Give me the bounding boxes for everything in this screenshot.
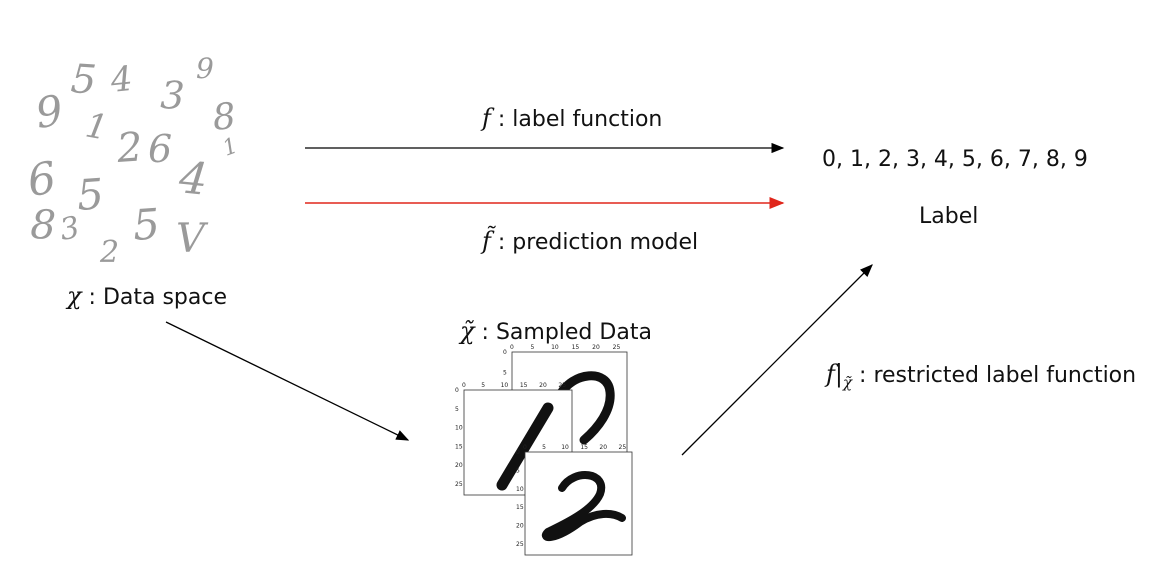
y-tick-label: 5 (503, 370, 507, 377)
y-tick-label: 15 (455, 443, 463, 450)
x-tick-label: 25 (613, 344, 621, 351)
restricted-label-arrow (681, 264, 873, 456)
prediction-model-text: : prediction model (490, 230, 699, 255)
scatter-digit: 1 (82, 105, 110, 148)
y-tick-label: 10 (455, 425, 463, 432)
restricted-label-caption: f|χ̃ : restricted label function (826, 360, 1136, 391)
label-function-caption: f : label function (482, 104, 662, 132)
x-tick-label: 20 (539, 382, 547, 389)
label-caption: Label (919, 204, 979, 229)
scatter-digit: 5 (69, 56, 98, 104)
scatter-digit: 8 (211, 96, 238, 139)
y-tick-label: 0 (455, 387, 459, 394)
x-tick-label: 15 (580, 444, 588, 451)
scatter-digit: 3 (160, 73, 186, 118)
scatter-digit: 4 (108, 59, 135, 101)
x-tick-label: 10 (501, 382, 509, 389)
x-tick-label: 10 (561, 444, 569, 451)
chi-symbol: χ (67, 282, 82, 310)
x-tick-label: 0 (523, 444, 527, 451)
x-tick-label: 15 (520, 382, 528, 389)
data-space-text: : Data space (81, 285, 228, 310)
scatter-digit: 2 (114, 124, 144, 172)
scatter-digit: V (176, 216, 209, 262)
y-tick-label: 0 (516, 449, 520, 456)
y-tick-label: 0 (503, 349, 507, 356)
scatter-digit: 8 (30, 202, 57, 249)
chi-tilde-symbol: χ̃ (460, 317, 475, 345)
prediction-model-caption: f̃ : prediction model (482, 227, 698, 255)
label-set: 0, 1, 2, 3, 4, 5, 6, 7, 8, 9 (822, 147, 1088, 172)
scatter-digit: 2 (99, 235, 119, 270)
scatter-digit: 5 (75, 169, 105, 220)
mnist-plot-front: 00 5 5 10 10 15 15 20 20 25 25 (516, 444, 633, 556)
x-tick-label: 5 (542, 444, 546, 451)
f-tilde-symbol: f̃ (482, 227, 491, 255)
x-tick-label: 0 (510, 344, 514, 351)
x-tick-label: 25 (619, 444, 627, 451)
scatter-digit: 6 (148, 127, 172, 171)
f-restricted-symbol: f| (826, 360, 843, 388)
x-tick-label: 5 (531, 344, 535, 351)
sampled-data-caption: χ̃ : Sampled Data (460, 317, 652, 345)
x-tick-label: 5 (481, 382, 485, 389)
data-space-caption: χ : Data space (67, 282, 227, 310)
y-tick-label: 25 (455, 481, 463, 488)
y-tick-label: 10 (516, 486, 524, 493)
y-tick-label: 25 (516, 541, 524, 548)
scatter-digit: 5 (131, 199, 161, 250)
sampling-arrow (165, 321, 410, 441)
x-tick-label: 15 (572, 344, 580, 351)
x-tick-label: 0 (462, 382, 466, 389)
scatter-digit: 6 (24, 152, 59, 206)
x-tick-label: 20 (592, 344, 600, 351)
chi-tilde-subscript: χ̃ (842, 373, 853, 392)
label-function-text: : label function (490, 107, 663, 132)
sampled-data-text: : Sampled Data (474, 320, 652, 345)
x-tick-label: 20 (599, 444, 607, 451)
x-tick-label: 25 (558, 382, 566, 389)
scatter-digit: 1 (220, 133, 242, 161)
y-tick-label: 5 (516, 467, 520, 474)
scatter-digit: 9 (196, 52, 214, 85)
scatter-digit: 9 (33, 86, 66, 138)
scatter-digit: 4 (176, 152, 210, 206)
f-symbol: f (482, 104, 491, 132)
x-tick-label: 10 (551, 344, 559, 351)
y-tick-label: 20 (455, 462, 463, 469)
restricted-label-text: : restricted label function (852, 363, 1137, 388)
y-tick-label: 5 (455, 406, 459, 413)
y-tick-label: 20 (516, 523, 524, 530)
y-tick-label: 15 (516, 504, 524, 511)
